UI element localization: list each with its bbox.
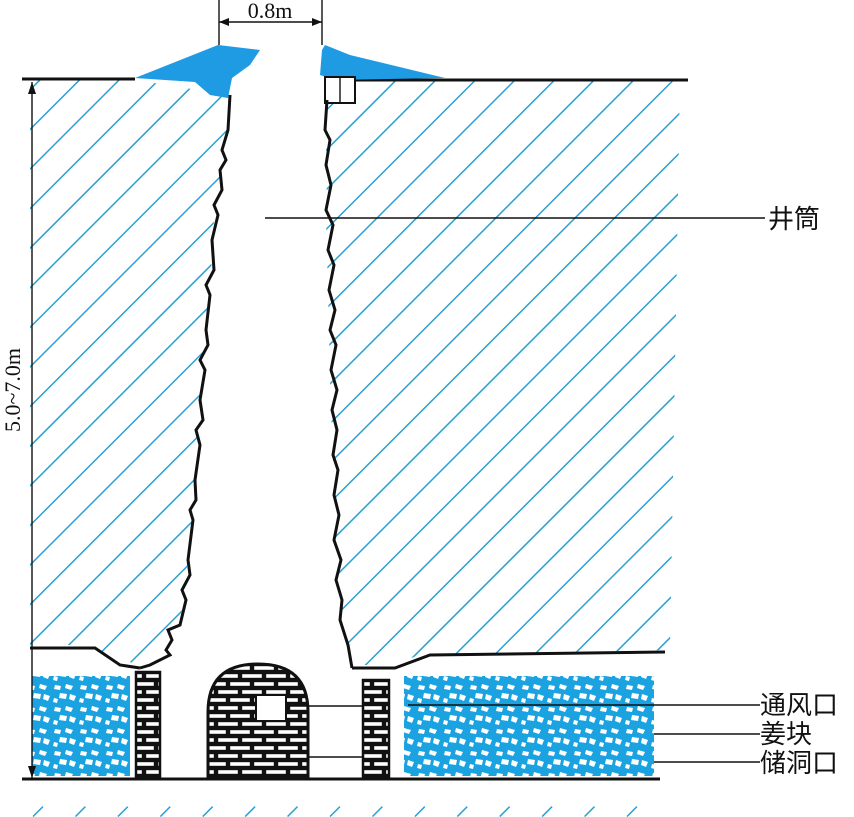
label-storage-opening: 储洞口 xyxy=(760,749,838,779)
label-vent: 通风口 xyxy=(760,691,838,721)
lower-soil-strip xyxy=(25,796,665,817)
dim-top-width: 0.8m xyxy=(248,0,293,23)
soil-left xyxy=(30,80,230,665)
shaft-wall-left xyxy=(139,94,232,670)
collar-left xyxy=(135,45,260,98)
brick-column-left xyxy=(134,670,162,780)
brick-column-right xyxy=(361,678,391,780)
dim-depth-arrow-bottom xyxy=(28,766,36,778)
shaft-wall-right xyxy=(323,99,354,669)
arch-vent-hole xyxy=(255,694,287,722)
dim-depth: 5.0~7.0m xyxy=(0,348,25,432)
cellar-ceiling-right xyxy=(352,650,666,670)
dim-depth-arrow-top xyxy=(28,82,36,94)
label-shaft: 井筒 xyxy=(768,205,820,235)
collar-right xyxy=(320,45,445,80)
dim-top-arrow-left xyxy=(219,18,229,26)
dim-top-arrow-right xyxy=(312,18,322,26)
label-ginger: 姜块 xyxy=(760,720,812,750)
ginger-pile-right xyxy=(404,676,654,776)
soil-right xyxy=(325,80,680,665)
cellar-ceiling-left xyxy=(30,646,141,670)
ginger-pile-left xyxy=(32,676,130,776)
